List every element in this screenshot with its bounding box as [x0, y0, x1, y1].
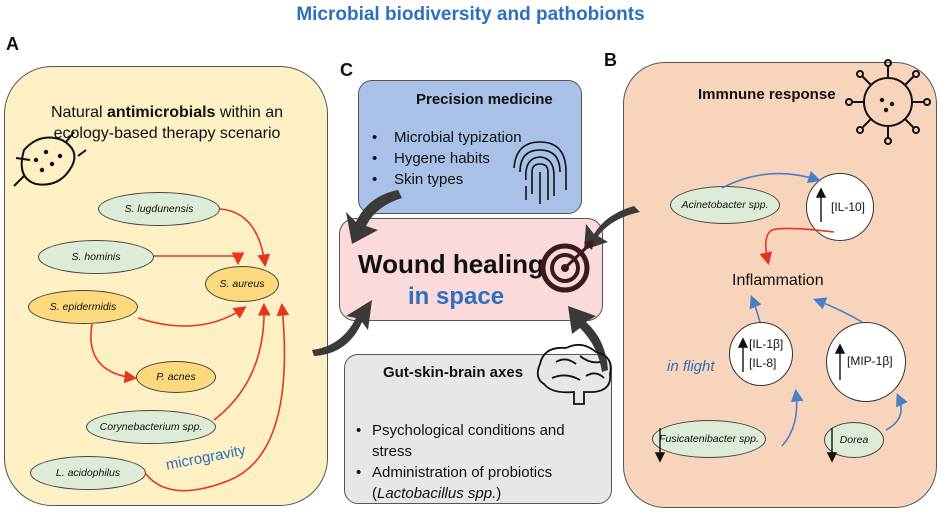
microbe-l-acidophilus: L. acidophilus	[30, 456, 146, 490]
il10-label: [IL-10]	[831, 200, 866, 214]
target-icon	[540, 240, 594, 293]
panel-c-list: •Microbial typization •Hygene habits •Sk…	[372, 127, 522, 190]
arrow-from-a	[312, 300, 372, 356]
microbe-corynebacterium: Corynebacterium spp.	[86, 410, 216, 444]
arrow-from-b	[584, 206, 640, 250]
panel-c-title: Precision medicine	[416, 91, 553, 108]
microbe-s-epidermidis: S. epidermidis	[28, 290, 138, 324]
il1b-label: [IL-1β]	[749, 337, 784, 351]
panel-b-title: Immnune response	[698, 86, 836, 103]
panel-d-title: Gut-skin-brain axes	[383, 364, 524, 381]
panel-a-title: Natural antimicrobials within an ecology…	[50, 104, 284, 142]
list-item: •Skin types	[372, 171, 464, 188]
microbe-p-acnes: P. acnes	[136, 361, 216, 393]
mip1b-label: [MIP-1β]	[847, 354, 893, 368]
level-arrows	[654, 187, 846, 463]
in-space-label: in space	[408, 283, 505, 310]
microbe-fusicatenibacter: Fusicatenibacter spp.	[652, 420, 766, 458]
microbe-s-aureus: S. aureus	[205, 266, 279, 302]
wound-healing-box	[339, 218, 603, 321]
panel-a-letter: A	[6, 34, 19, 54]
antimicrobial-arrows	[90, 208, 290, 492]
panel-b-letter: B	[604, 50, 617, 70]
list-item: •Hygene habits	[372, 150, 490, 167]
microbe-s-lugdunensis: S. lugdunensis	[98, 192, 220, 226]
immune-arrows	[721, 170, 908, 447]
virus-icon	[845, 59, 931, 145]
fingerprint-icon	[513, 141, 567, 204]
panel-c-letter: C	[340, 60, 353, 80]
il8-label: [IL-8]	[749, 356, 777, 370]
arrow-from-c	[346, 190, 402, 244]
panel-d	[344, 354, 612, 504]
inflammation-label: Inflammation	[732, 272, 824, 289]
list-item: •Microbial typization	[372, 129, 522, 146]
il1b-il8-circle	[729, 322, 793, 386]
list-item: •Psychological conditions and stress	[356, 422, 565, 460]
brain-icon	[536, 343, 612, 405]
arrow-from-d	[568, 306, 608, 372]
panel-d-list: •Psychological conditions and stress •Ad…	[356, 420, 606, 504]
wound-healing-label: Wound healing	[358, 249, 544, 279]
bacterium-icon	[13, 131, 87, 187]
list-item: •Administration of probiotics (Lactobaci…	[356, 464, 553, 502]
in-flight-label: in flight	[667, 358, 715, 375]
microbe-dorea: Dorea	[824, 422, 884, 458]
center-arrows	[312, 190, 640, 372]
microbe-acinetobacter: Acinetobacter spp.	[670, 186, 780, 224]
figure-title: Microbial biodiversity and pathobionts	[296, 4, 645, 25]
microbe-s-hominis: S. hominis	[38, 240, 154, 274]
